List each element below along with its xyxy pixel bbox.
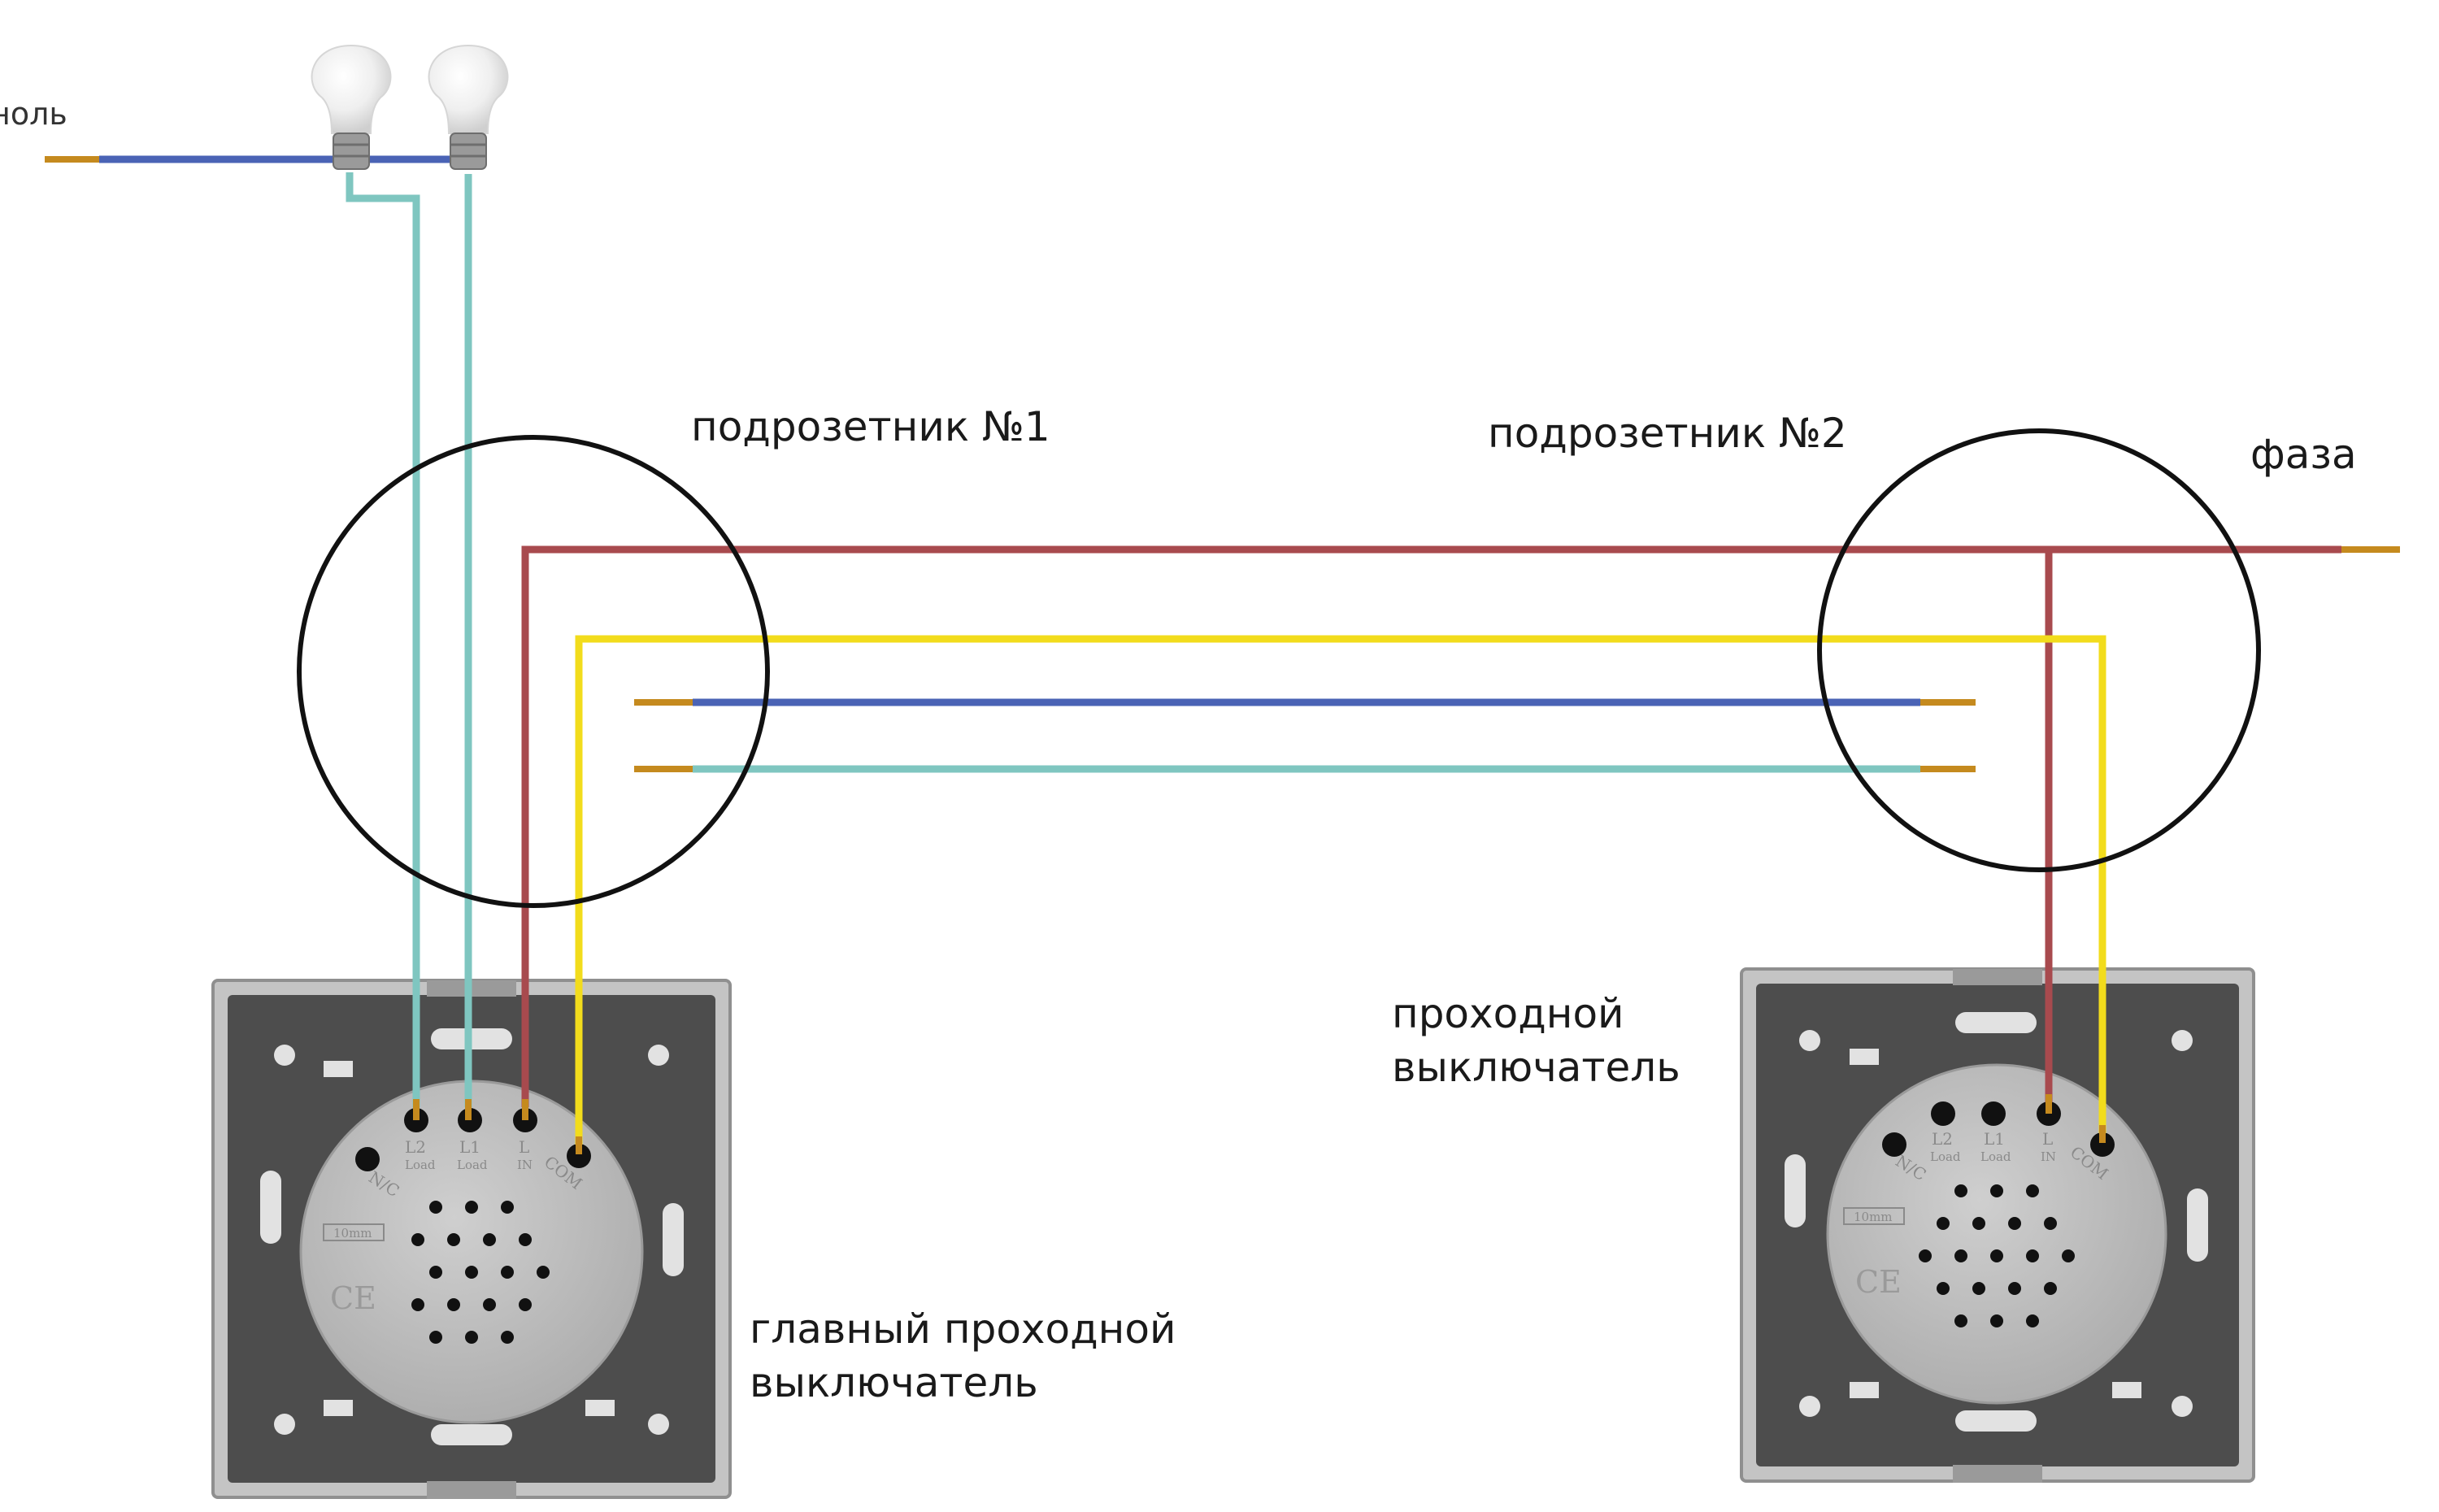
ce-mark: CE [1855,1264,1902,1300]
bulb-icon [428,44,509,134]
mount-hole [2172,1396,2193,1417]
mount-slot [2187,1188,2208,1262]
terminal-label-load: Load [457,1158,488,1172]
terminal-label-l: L [2042,1129,2053,1149]
terminal-label-load: Load [405,1158,436,1172]
lamp-2 [428,44,509,170]
main-pass-through-switch: L2 Load L1 Load L IN COM N/C 10mm CE [211,979,732,1499]
strip-length-label: 10mm [333,1226,372,1240]
strip-gauge [323,1223,385,1241]
terminal-label-l1: L1 [459,1137,480,1157]
plate-notch [1850,1049,1879,1065]
junction-box-2-label: подрозетник №2 [1488,410,1847,457]
terminal-label-in: IN [2041,1149,2056,1164]
terminal-label-in: IN [517,1158,533,1172]
terminal-label-l2: L2 [405,1137,426,1157]
junction-box-2-circle [1817,428,2261,872]
terminal-l1 [1981,1101,2006,1126]
mount-slot [663,1203,684,1276]
mount-slot [260,1171,281,1244]
terminal-label-l2: L2 [1932,1129,1953,1149]
terminal-label-load: Load [1930,1149,1961,1164]
terminal-com [2090,1132,2115,1157]
strip-gauge [1843,1207,1905,1225]
main-switch-label: главный проходной выключатель [750,1302,1176,1410]
mount-hole [274,1414,295,1435]
bulb-base [450,133,487,170]
strip-length-label: 10mm [1854,1210,1893,1224]
mount-hole [648,1045,669,1066]
neutral-label: ноль [0,96,67,132]
lamp-1 [311,44,392,170]
plate-notch [2112,1382,2141,1398]
mount-hole [648,1414,669,1435]
plate-notch [324,1400,353,1416]
mount-hole [1799,1396,1820,1417]
mount-slot [1785,1154,1806,1227]
terminal-copper-ends [413,1094,2106,1154]
module-vent-holes [411,1201,550,1344]
lamp1-load-wire [346,172,420,1107]
plate-bottom-tab [1953,1465,2042,1483]
terminal-label-load: Load [1980,1149,2011,1164]
mount-hole [1799,1030,1820,1051]
terminal-label-l: L [519,1137,529,1157]
main-switch-label-line2: выключатель [750,1359,1038,1406]
traveler-wire [575,635,2106,1145]
pass-switch-label-line2: выключатель [1392,1044,1680,1091]
plate-top-tab [1953,969,2042,985]
pass-switch-label: проходной выключатель [1392,987,1680,1094]
main-switch-label-line1: главный проходной [750,1306,1176,1353]
pass-through-switch: L2 Load L1 Load L IN COM N/C 10mm CE [1740,967,2255,1483]
ce-mark: CE [330,1280,376,1316]
mount-slot [431,1424,512,1445]
module-vent-holes [1919,1184,2075,1327]
terminal-label-l1: L1 [1984,1129,2005,1149]
phase-label: фаза [2250,431,2357,478]
mount-hole [274,1045,295,1066]
plate-notch [585,1400,615,1416]
junction-box-1-label: подрозетник №1 [691,403,1050,450]
terminal-nc [355,1147,380,1171]
bulb-icon [311,44,392,134]
mount-hole [2172,1030,2193,1051]
pass-switch-label-line1: проходной [1392,990,1624,1037]
terminal-com [567,1144,591,1168]
mount-slot [1955,1012,2037,1033]
plate-notch [324,1061,353,1077]
terminal-l2 [1931,1101,1955,1126]
plate-notch [1850,1382,1879,1398]
switch-module [299,1080,644,1424]
wires [45,155,2400,1154]
plate-bottom-tab [427,1481,516,1499]
junction-box-1-circle [297,435,770,908]
switch-module [1826,1063,2167,1405]
mount-slot [1955,1410,2037,1432]
terminal-nc [1882,1132,1906,1157]
bulb-base [333,133,370,170]
phase-wire [521,545,2341,1107]
